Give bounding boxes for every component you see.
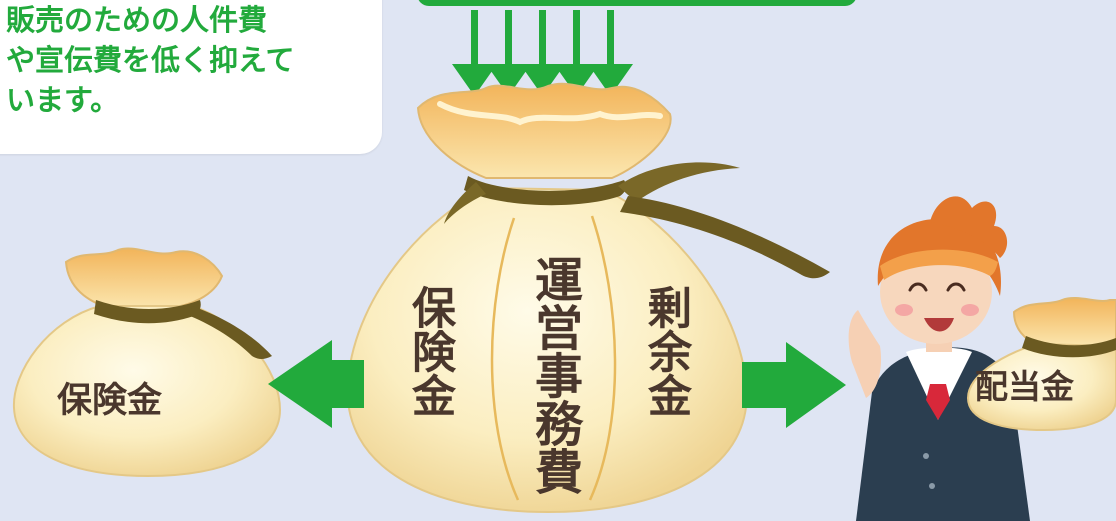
left-arrow-icon (268, 340, 364, 428)
down-arrow-icon (520, 10, 565, 96)
main-bag-left-label: 保険金 (404, 285, 455, 417)
main-bag-center-label: 運営事務費 (526, 255, 582, 495)
callout-box (0, 0, 382, 154)
left-bag-label: 保険金 (57, 381, 163, 421)
inflow-arrows (452, 10, 633, 96)
callout-text: 販売のための人件費や宣伝費を低く抑えています。 (6, 0, 366, 120)
callout-line-3: います。 (6, 83, 120, 117)
top-banner (418, 0, 856, 6)
callout-line-1: 販売のための人件費 (6, 3, 268, 37)
main-money-bag (346, 82, 830, 514)
main-bag-right-label: 剰余金 (640, 285, 691, 417)
callout-line-2: や宣伝費を低く抑えて (6, 43, 295, 77)
down-arrow-icon (486, 10, 531, 96)
right-money-bag (966, 297, 1116, 432)
down-arrow-icon (588, 10, 633, 96)
right-arrow-icon (742, 342, 846, 428)
right-bag-label: 配当金 (975, 367, 1074, 406)
left-money-bag (12, 247, 282, 478)
down-arrow-icon (554, 10, 599, 96)
down-arrow-icon (452, 10, 497, 96)
